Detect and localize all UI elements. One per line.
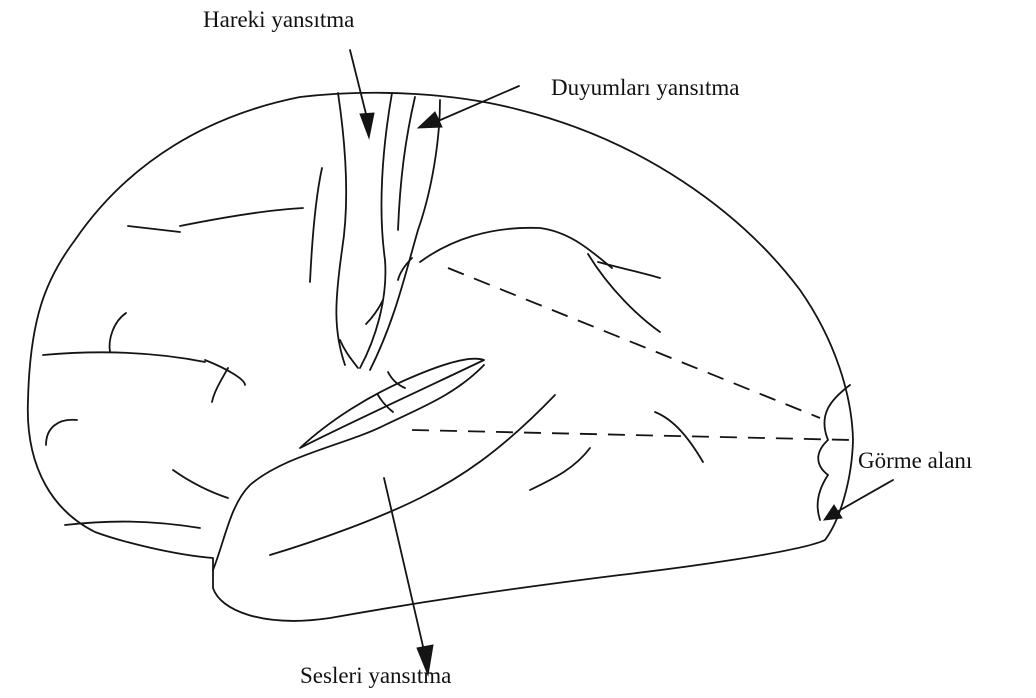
- frontal-sulcus-7: [212, 368, 228, 402]
- parietal-sulcus-2: [598, 262, 660, 278]
- sensory-projection-label: Duyumları yansıtma: [551, 76, 739, 99]
- frontal-sulcus-2: [180, 208, 303, 226]
- frontal-sulcus-11: [340, 340, 358, 368]
- brain-outline: [28, 93, 853, 621]
- visual-area-label: Görme alanı: [858, 449, 972, 472]
- postcentral-strip-right: [370, 100, 440, 370]
- frontal-sulcus-1: [128, 226, 180, 232]
- frontal-sulcus-12: [388, 372, 405, 388]
- precentral-strip-left: [336, 93, 346, 365]
- frontal-sulcus-9: [173, 470, 228, 498]
- visual-pathway-lower: [412, 430, 852, 440]
- temporal-lobe-contour: [213, 365, 484, 570]
- auditory-projection-label: Sesleri yansıtma: [300, 664, 451, 687]
- motor-projection-label: Hareki yansıtma: [203, 8, 354, 31]
- visual-pathway-upper: [448, 268, 820, 418]
- parietal-sulcus-3: [588, 254, 660, 332]
- postcentral-strip-left: [398, 97, 415, 230]
- frontal-sulcus-6: [110, 313, 126, 352]
- temporal-sulcus-lower: [530, 448, 590, 490]
- frontal-sulcus-3: [310, 168, 322, 282]
- precentral-strip-right: [360, 93, 392, 368]
- temporal-sulcus: [270, 395, 555, 555]
- sensory-arrowhead: [418, 112, 442, 128]
- sylvian-fissure-lower: [300, 359, 484, 448]
- motor-leader-line: [350, 50, 367, 118]
- frontal-sulcus-4: [43, 352, 205, 362]
- motor-arrowhead: [360, 113, 374, 138]
- frontal-sulcus-8: [46, 420, 77, 445]
- parietal-sulcus-1: [420, 228, 612, 268]
- sensory-leader-line: [438, 86, 519, 121]
- occipital-notch: [818, 385, 850, 520]
